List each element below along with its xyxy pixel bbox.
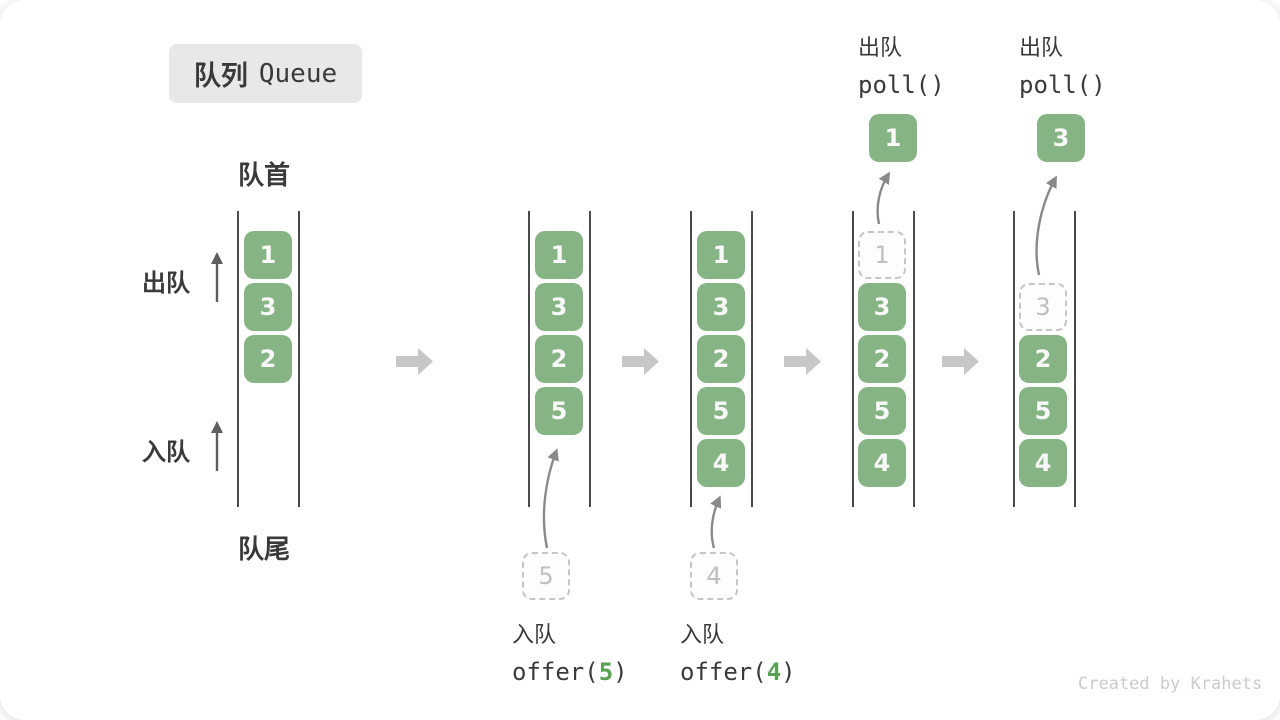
- removed-cell: 3: [1019, 283, 1067, 331]
- queue-rail: [690, 211, 692, 507]
- title-zh: 队列: [193, 61, 248, 91]
- poll-result-cell: 1: [869, 114, 917, 162]
- queue-rail: [751, 211, 753, 507]
- enqueue-op-caption: 入队 offer(5): [512, 617, 628, 686]
- queue-cell: 2: [697, 335, 745, 383]
- queue-front-label: 队首: [238, 160, 291, 190]
- queue-cell: 2: [1019, 335, 1067, 383]
- poll-arrow-icon: [876, 171, 891, 225]
- next-state-arrow-icon: [942, 348, 979, 375]
- enqueue-side-label: 入队: [142, 439, 190, 466]
- queue-cell: 5: [858, 387, 906, 435]
- op-code: poll(): [1019, 71, 1106, 99]
- enqueue-op-caption: 入队 offer(4): [680, 617, 796, 686]
- enqueue-arrow-icon: [542, 448, 559, 549]
- queue-rail: [913, 211, 915, 507]
- title-en: Queue: [258, 58, 338, 89]
- removed-cell: 1: [858, 231, 906, 279]
- queue-rail: [298, 211, 300, 507]
- next-state-arrow-icon: [784, 348, 821, 375]
- queue-cell: 4: [697, 439, 745, 487]
- queue-cell: 1: [535, 231, 583, 279]
- op-code: offer(5): [512, 658, 628, 686]
- next-state-arrow-icon: [396, 348, 433, 375]
- op-close: ): [613, 658, 628, 686]
- op-label-zh: 入队: [680, 622, 725, 647]
- queue-rail: [589, 211, 591, 507]
- queue-rail: [237, 211, 239, 507]
- queue-cell: 3: [697, 283, 745, 331]
- op-fn: offer(: [680, 658, 767, 686]
- poll-result-cell: 3: [1037, 114, 1085, 162]
- queue-rail: [1013, 211, 1015, 507]
- op-fn: offer(: [512, 658, 599, 686]
- op-label-zh: 入队: [512, 622, 557, 647]
- queue-cell: 5: [697, 387, 745, 435]
- op-label-zh: 出队: [1019, 35, 1064, 60]
- queue-cell: 1: [244, 231, 292, 279]
- queue-rear-label: 队尾: [238, 534, 291, 564]
- queue-cell: 2: [858, 335, 906, 383]
- enqueue-arrow-icon: [710, 495, 722, 549]
- pending-enqueue-cell: 4: [690, 552, 738, 600]
- queue-cell: 4: [858, 439, 906, 487]
- queue-cell: 5: [535, 387, 583, 435]
- title-badge: 队列 Queue: [169, 44, 362, 103]
- queue-cell: 3: [535, 283, 583, 331]
- queue-cell: 3: [244, 283, 292, 331]
- queue-cell: 2: [535, 335, 583, 383]
- poll-arrow-icon: [1035, 175, 1057, 276]
- queue-cell: 5: [1019, 387, 1067, 435]
- pending-enqueue-cell: 5: [522, 552, 570, 600]
- queue-rail: [1074, 211, 1076, 507]
- queue-cell: 2: [244, 335, 292, 383]
- op-arg: 5: [598, 658, 614, 686]
- next-state-arrow-icon: [622, 348, 659, 375]
- dequeue-side-label: 出队: [142, 270, 190, 297]
- queue-cell: 4: [1019, 439, 1067, 487]
- op-arg: 4: [766, 658, 782, 686]
- queue-cell: 1: [697, 231, 745, 279]
- queue-rail: [528, 211, 530, 507]
- watermark: Created by Krahets: [1078, 674, 1263, 694]
- queue-cell: 3: [858, 283, 906, 331]
- queue-rail: [852, 211, 854, 507]
- op-label-zh: 出队: [858, 35, 903, 60]
- op-close: ): [781, 658, 796, 686]
- dequeue-op-caption: 出队 poll(): [1019, 30, 1106, 99]
- op-code: offer(4): [680, 658, 796, 686]
- dequeue-op-caption: 出队 poll(): [858, 30, 945, 99]
- op-code: poll(): [858, 71, 945, 99]
